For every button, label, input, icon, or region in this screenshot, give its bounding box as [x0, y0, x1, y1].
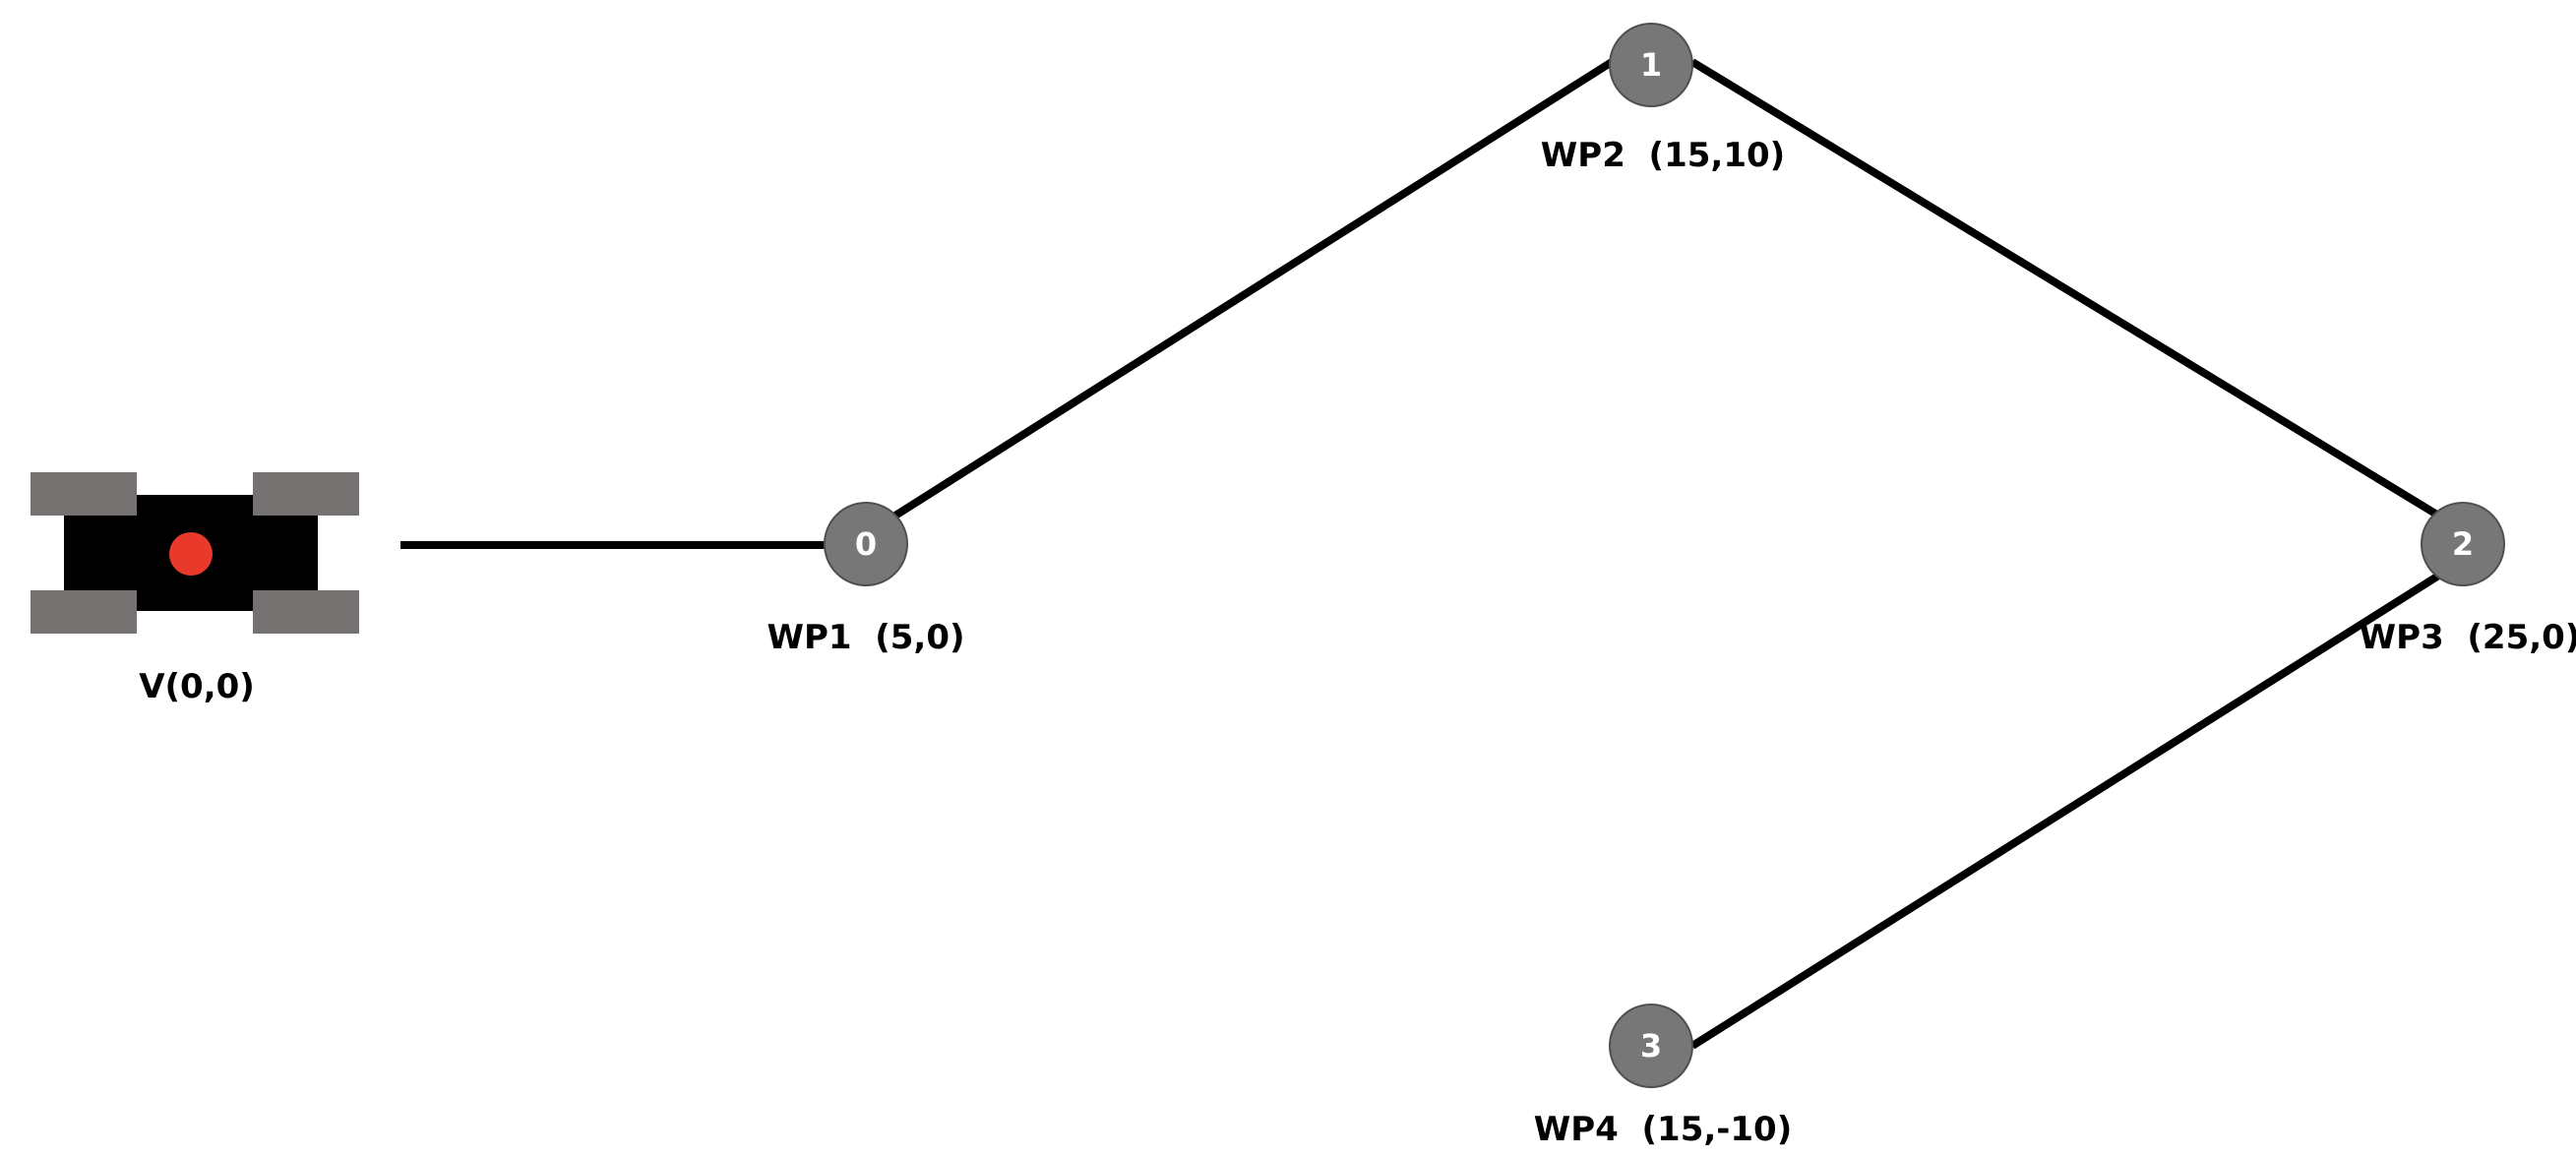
waypoint-label-wp1: WP1 (5,0) — [767, 618, 964, 657]
path-segment-wp3-wp4 — [1689, 571, 2443, 1050]
waypoint-label-wp3: WP3 (25,0) — [2360, 618, 2576, 657]
vehicle-wheel-rear-left — [31, 590, 137, 634]
waypoint-index: 1 — [1640, 46, 1662, 84]
waypoint-wp1: 0 — [824, 502, 908, 586]
waypoint-node — [1609, 23, 1693, 107]
vehicle-wheel-front-right — [253, 472, 359, 516]
waypoint-index: 0 — [855, 525, 877, 563]
waypoint-node — [1609, 1004, 1693, 1088]
waypoint-wp3: 2 — [2421, 502, 2505, 586]
waypoint-label-wp4: WP4 (15,-10) — [1534, 1110, 1793, 1149]
waypoint-node — [2421, 502, 2505, 586]
path-segment-wp2-wp3 — [1689, 58, 2443, 520]
vehicle-center-marker — [169, 532, 213, 576]
waypoint-node — [824, 502, 908, 586]
waypoint-label-wp2: WP2 (15,10) — [1541, 136, 1785, 175]
vehicle-label: V(0,0) — [139, 667, 255, 706]
waypoint-index: 2 — [2452, 525, 2474, 563]
waypoint-wp2: 1 — [1609, 23, 1693, 107]
vehicle-wheel-front-left — [31, 472, 137, 516]
waypoint-index: 3 — [1640, 1027, 1662, 1065]
waypoint-wp4: 3 — [1609, 1004, 1693, 1088]
vehicle — [31, 472, 359, 634]
path-segment-wp1-wp2 — [892, 58, 1615, 519]
vehicle-wheel-rear-right — [253, 590, 359, 634]
